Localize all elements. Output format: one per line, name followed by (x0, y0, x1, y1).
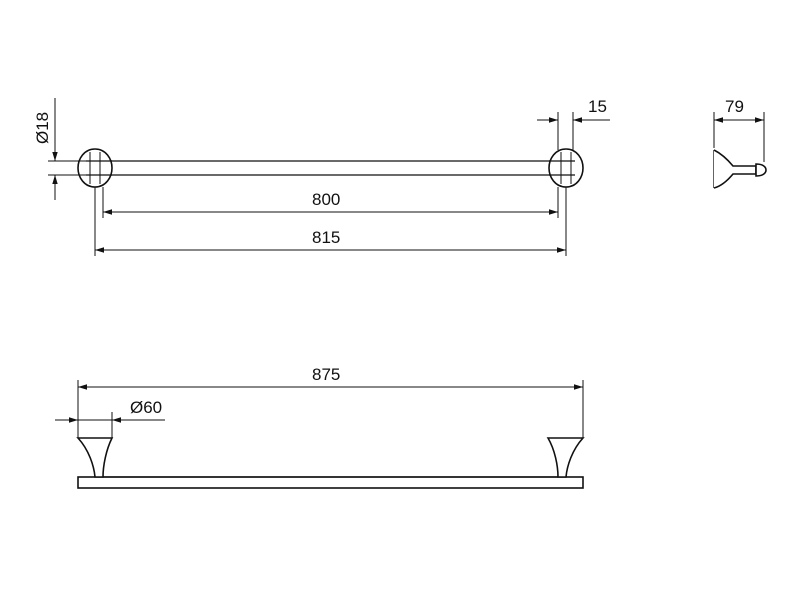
dim-outer-length-label: 815 (312, 228, 340, 247)
top-view: Ø18 15 800 815 (33, 97, 610, 256)
dim-inner-length: 800 (103, 190, 558, 215)
top-view-right-flange (548, 148, 584, 188)
dim-diameter-bar: Ø18 (33, 98, 86, 200)
front-view-left-bracket (76, 437, 114, 478)
front-view-right-bracket (546, 437, 585, 478)
top-view-left-flange (77, 148, 113, 188)
dim-flange-thickness: 15 (537, 97, 610, 150)
dim-projection: 79 (713, 97, 765, 162)
side-view: 79 (713, 97, 767, 189)
dim-flange-diameter: Ø60 (55, 398, 165, 438)
dim-flange-thickness-label: 15 (588, 97, 607, 116)
dim-overall-length-label: 875 (312, 365, 340, 384)
dim-projection-label: 79 (725, 97, 744, 116)
dim-inner-length-label: 800 (312, 190, 340, 209)
dim-overall-length: 875 (77, 365, 584, 438)
dim-diameter-bar-label: Ø18 (33, 112, 52, 144)
front-view: 875 Ø60 (55, 365, 585, 489)
top-view-bar (97, 160, 566, 176)
dim-outer-length: 815 (95, 228, 566, 253)
dim-flange-diameter-label: Ø60 (130, 398, 162, 417)
